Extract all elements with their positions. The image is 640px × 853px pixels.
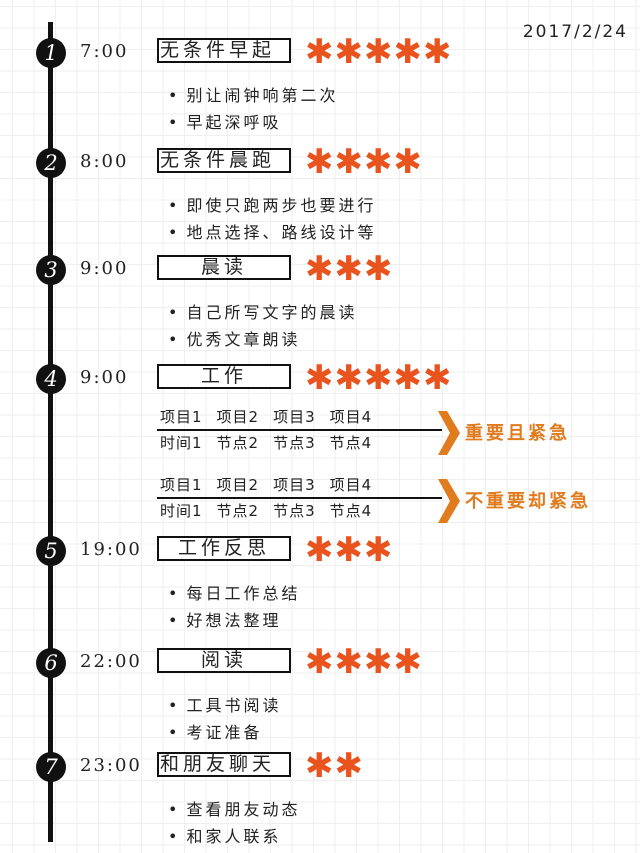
bullet-list: 别让闹钟响第二次 早起深呼吸 bbox=[168, 82, 339, 136]
entry-time: 7:00 bbox=[80, 41, 129, 62]
date-label: 2017/2/24 bbox=[522, 22, 628, 42]
matrix-items-row: 项目1 项目2 项目3 项目4 bbox=[157, 473, 457, 497]
star-rating-icon: ✱✱✱✱ bbox=[305, 642, 423, 682]
bullet-item: 即使只跑两步也要进行 bbox=[168, 192, 377, 219]
entry-title: 和朋友聊天 bbox=[157, 752, 291, 777]
matrix-time: 时间1 bbox=[160, 434, 203, 452]
matrix-divider bbox=[157, 497, 442, 499]
matrix-time: 节点2 bbox=[216, 502, 260, 520]
step-badge: 4 bbox=[36, 364, 66, 394]
matrix-item: 项目1 bbox=[160, 476, 203, 494]
timeline-line bbox=[48, 22, 53, 842]
step-badge: 6 bbox=[36, 648, 66, 678]
bullet-item: 工具书阅读 bbox=[168, 692, 282, 719]
bullet-item: 地点选择、路线设计等 bbox=[168, 219, 377, 246]
bullet-list: 即使只跑两步也要进行 地点选择、路线设计等 bbox=[168, 192, 377, 246]
star-rating-icon: ✱✱✱ bbox=[305, 249, 394, 289]
matrix-time: 节点4 bbox=[329, 434, 373, 452]
matrix-item: 项目2 bbox=[216, 408, 260, 426]
step-badge: 5 bbox=[36, 536, 66, 566]
chevron-right-icon bbox=[438, 411, 460, 455]
bullet-item: 每日工作总结 bbox=[168, 580, 301, 607]
matrix-item: 项目4 bbox=[329, 476, 373, 494]
bullet-list: 每日工作总结 好想法整理 bbox=[168, 580, 301, 634]
entry-time: 8:00 bbox=[80, 151, 129, 172]
entry-time: 22:00 bbox=[80, 651, 142, 672]
bullet-item: 查看朋友动态 bbox=[168, 796, 301, 823]
matrix-item: 项目1 bbox=[160, 408, 203, 426]
work-matrix-urgent-important: 项目1 项目2 项目3 项目4 时间1 节点2 节点3 节点4 重要且紧急 bbox=[157, 405, 567, 455]
star-rating-icon: ✱✱✱✱ bbox=[305, 142, 423, 182]
matrix-item: 项目3 bbox=[273, 476, 316, 494]
star-rating-icon: ✱✱ bbox=[305, 746, 364, 786]
step-badge: 7 bbox=[36, 752, 66, 782]
bullet-item: 别让闹钟响第二次 bbox=[168, 82, 339, 109]
entry-title: 无条件晨跑 bbox=[157, 148, 291, 173]
matrix-time: 节点2 bbox=[216, 434, 260, 452]
matrix-time: 节点4 bbox=[329, 502, 373, 520]
entry-title: 工作反思 bbox=[157, 536, 291, 561]
matrix-items-row: 项目1 项目2 项目3 项目4 bbox=[157, 405, 457, 429]
matrix-times-row: 时间1 节点2 节点3 节点4 bbox=[157, 431, 457, 455]
step-badge: 2 bbox=[36, 148, 66, 178]
bullet-list: 自己所写文字的晨读 优秀文章朗读 bbox=[168, 299, 358, 353]
matrix-time: 时间1 bbox=[160, 502, 203, 520]
chevron-right-icon bbox=[438, 479, 460, 523]
category-label: 重要且紧急 bbox=[465, 423, 570, 444]
star-rating-icon: ✱✱✱✱✱ bbox=[305, 358, 453, 398]
entry-title: 阅读 bbox=[157, 648, 291, 673]
category-label: 不重要却紧急 bbox=[465, 491, 591, 512]
star-rating-icon: ✱✱✱ bbox=[305, 530, 394, 570]
matrix-item: 项目4 bbox=[329, 408, 373, 426]
bullet-list: 查看朋友动态 和家人联系 bbox=[168, 796, 301, 850]
entry-title: 无条件早起 bbox=[157, 38, 291, 63]
matrix-time: 节点3 bbox=[273, 434, 316, 452]
entry-title: 工作 bbox=[157, 364, 291, 389]
matrix-item: 项目3 bbox=[273, 408, 316, 426]
bullet-item: 好想法整理 bbox=[168, 607, 301, 634]
step-badge: 3 bbox=[36, 255, 66, 285]
entry-time: 19:00 bbox=[80, 539, 142, 560]
star-rating-icon: ✱✱✱✱✱ bbox=[305, 32, 453, 72]
entry-time: 23:00 bbox=[80, 755, 142, 776]
bullet-list: 工具书阅读 考证准备 bbox=[168, 692, 282, 746]
matrix-time: 节点3 bbox=[273, 502, 316, 520]
bullet-item: 自己所写文字的晨读 bbox=[168, 299, 358, 326]
bullet-item: 早起深呼吸 bbox=[168, 109, 339, 136]
work-matrix-urgent-not-important: 项目1 项目2 项目3 项目4 时间1 节点2 节点3 节点4 不重要却紧急 bbox=[157, 473, 588, 523]
entry-time: 9:00 bbox=[80, 367, 129, 388]
bullet-item: 和家人联系 bbox=[168, 823, 301, 850]
step-badge: 1 bbox=[36, 38, 66, 68]
matrix-item: 项目2 bbox=[216, 476, 260, 494]
matrix-times-row: 时间1 节点2 节点3 节点4 bbox=[157, 499, 457, 523]
bullet-item: 考证准备 bbox=[168, 719, 282, 746]
bullet-item: 优秀文章朗读 bbox=[168, 326, 358, 353]
entry-time: 9:00 bbox=[80, 258, 129, 279]
entry-title: 晨读 bbox=[157, 255, 291, 280]
matrix-divider bbox=[157, 429, 442, 431]
